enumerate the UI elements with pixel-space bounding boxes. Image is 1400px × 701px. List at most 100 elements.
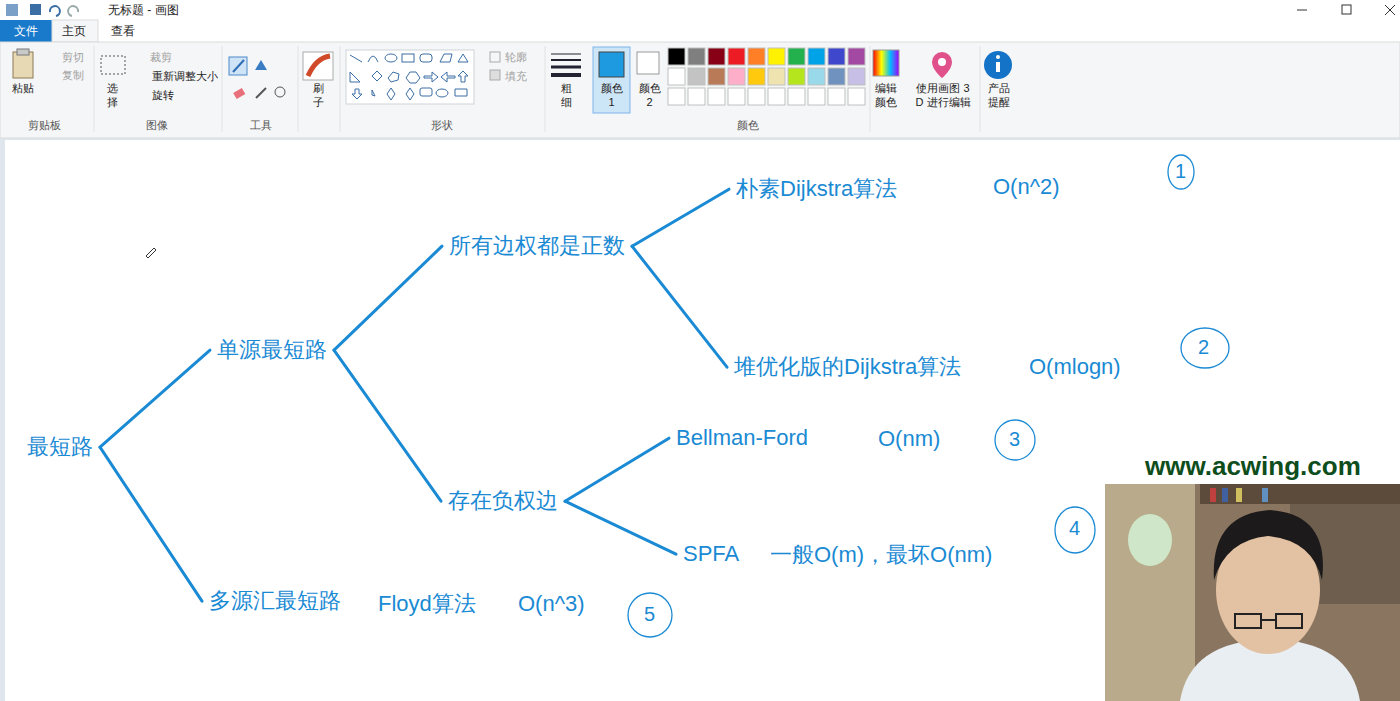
ribbon-icons-part-part [350, 72, 360, 82]
color-palette-part [768, 88, 785, 105]
ribbon-icons-part [873, 50, 899, 76]
tree-branch [632, 189, 729, 246]
webcam-overlay-part [1210, 488, 1216, 502]
ribbon-icons-part-part [458, 71, 468, 82]
ribbon-icons-part-part [350, 55, 362, 62]
node-text: 多源汇最短路 [209, 588, 341, 613]
tool-label: 旋转 [152, 89, 174, 103]
tree-branch [565, 438, 669, 501]
pencil-cursor [146, 248, 156, 258]
webcam-overlay-part [1222, 488, 1228, 502]
ribbon-icons-part [593, 47, 630, 113]
node-text: Bellman-Ford [676, 425, 808, 450]
quick-access-icons-part [6, 4, 18, 16]
group-label: 形状 [431, 119, 453, 133]
color-palette-part [808, 88, 825, 105]
tool-label: 刷子 [312, 82, 325, 110]
home-tab [52, 20, 98, 42]
tree-branch [100, 350, 210, 447]
color-palette-part [848, 48, 865, 65]
hand-drawn-circles-part [1168, 155, 1194, 189]
color-palette-part [788, 88, 805, 105]
ribbon-icons-part-part [424, 72, 438, 82]
hand-drawn-circles-part [995, 420, 1035, 460]
ribbon-icons-part-part [388, 72, 399, 82]
webcam-overlay-part [1128, 514, 1172, 566]
ribbon-icons-part [637, 52, 659, 74]
ribbon-icons-part-part [436, 89, 448, 97]
tree-branch [565, 501, 676, 554]
callout-number: 2 [1198, 335, 1209, 360]
ribbon-icons-part [229, 57, 247, 75]
node-text: 所有边权都是正数 [449, 233, 625, 258]
ribbon-icons-part [303, 52, 333, 80]
tool-label: 产品提醒 [987, 82, 1011, 110]
node-text: SPFA [683, 541, 739, 566]
ribbon-icons-part-part [402, 54, 414, 62]
color-palette-part [788, 68, 805, 85]
color-palette-part [808, 68, 825, 85]
quick-access-icons-part [30, 4, 41, 15]
color-palette-part [768, 48, 785, 65]
ribbon-icons-part-part [385, 54, 397, 62]
ribbon-icons-part [275, 87, 285, 97]
title-bar [0, 0, 1400, 20]
ribbon-icons-part-part [372, 90, 375, 96]
tree-node: 所有边权都是正数 [446, 231, 628, 261]
tool-label: 重新调整大小 [152, 70, 218, 84]
ribbon-icons-part [17, 49, 29, 55]
group-separators-part [298, 46, 299, 132]
quick-access-icons-part [50, 6, 60, 16]
group-separators-part [340, 46, 341, 132]
window-controls-part [1385, 5, 1395, 15]
ribbon-icons-part [346, 50, 474, 104]
webcam-overlay-part [1214, 510, 1323, 580]
tool-label: 颜色 1 [599, 82, 624, 110]
color-palette-part [748, 88, 765, 105]
quick-access-icons-part [68, 6, 78, 16]
tool-label: 复制 [62, 69, 84, 83]
node-text: 堆优化版的Dijkstra算法 [734, 354, 961, 379]
ribbon-icons-part-part [368, 56, 378, 62]
ribbon-icons-part-part [458, 54, 468, 62]
ribbon-icons-part-part [406, 72, 420, 83]
hand-drawn-circles-part [1055, 507, 1095, 553]
thickness-icon-part [551, 59, 581, 61]
tree-node: 存在负权边 [445, 486, 561, 516]
tool-label: 填充 [505, 70, 527, 84]
color-palette-part [748, 68, 765, 85]
group-label: 工具 [250, 119, 272, 133]
tree-node: 单源最短路 [214, 335, 330, 365]
tool-label: 粘贴 [12, 82, 34, 96]
tool-label: 剪切 [62, 51, 84, 65]
ribbon-icons-part [938, 58, 946, 66]
group-separators [94, 46, 980, 132]
ribbon-tab: 查看 [111, 24, 135, 39]
webcam-overlay-part [1105, 484, 1195, 701]
thickness-icon-part [551, 54, 581, 55]
tree-branch [632, 246, 727, 367]
file-tab [0, 20, 52, 42]
webcam-overlay [1105, 484, 1400, 701]
tree-branch [334, 246, 442, 350]
color-palette-part [828, 88, 845, 105]
ribbon-icons-part-part [420, 54, 432, 62]
color-palette-part [848, 88, 865, 105]
node-text: 单源最短路 [217, 337, 327, 362]
group-separators-part [222, 46, 223, 132]
tree-node: 朴素Dijkstra算法 [733, 174, 900, 204]
color-palette-part [728, 48, 745, 65]
color-palette-part [668, 48, 685, 65]
ribbon-icons-part [599, 52, 624, 77]
ribbon-icons [13, 47, 1012, 113]
thickness-icon-part [551, 66, 581, 69]
ribbon-icons-part-part [420, 88, 432, 96]
ribbon-icons-part-part [406, 88, 414, 100]
ribbon-icons-part [308, 56, 330, 76]
ribbon-icons-part [932, 52, 952, 78]
group-label: 颜色 [737, 119, 759, 133]
thickness-icon [551, 54, 581, 75]
color-palette-part [828, 68, 845, 85]
webcam-overlay-part [1235, 614, 1261, 628]
